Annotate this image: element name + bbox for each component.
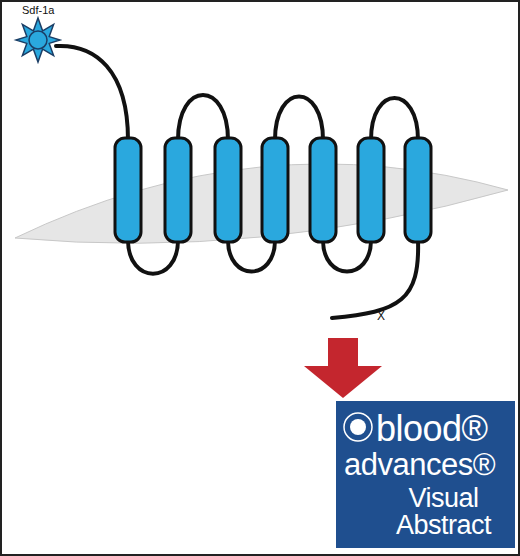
helix [115, 138, 141, 242]
helix [165, 138, 191, 242]
helix [358, 138, 384, 242]
terminus-label: X [377, 309, 385, 323]
logo-text: blood® [376, 411, 511, 447]
helix [262, 138, 288, 242]
logo-text: advances® [344, 449, 512, 480]
intracellular-loop [128, 240, 178, 274]
emblem-core [350, 419, 366, 435]
intracellular-loop [323, 240, 371, 272]
logo-text: Visual Abstract [386, 485, 501, 539]
ligand-label: Sdf-1a [22, 4, 54, 16]
journal-logo-box: blood®advances® Visual Abstract [336, 401, 515, 548]
intracellular-loop [228, 240, 275, 272]
helix [405, 138, 431, 242]
n-terminus [56, 46, 128, 140]
receptor-loops [56, 46, 418, 318]
ligand-star [16, 18, 60, 62]
down-arrow [304, 338, 382, 398]
helices [115, 138, 431, 242]
helix [215, 138, 241, 242]
extracellular-loop [178, 95, 228, 140]
ligand-core [29, 31, 47, 49]
extracellular-loop [275, 97, 323, 141]
extracellular-loop [371, 98, 418, 140]
emblem-ring [344, 413, 372, 441]
c-terminus [332, 240, 418, 318]
helix [310, 138, 336, 242]
